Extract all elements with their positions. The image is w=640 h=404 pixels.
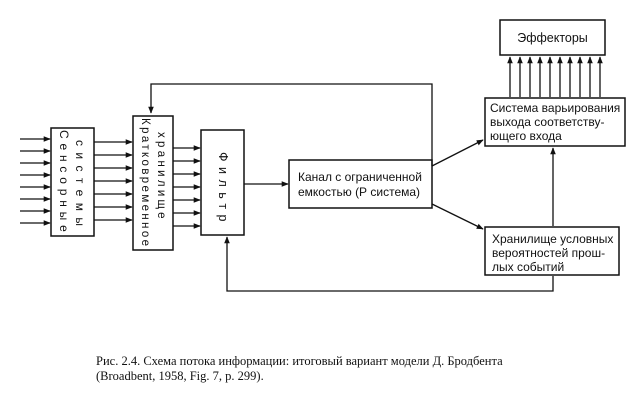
channel-to-output-arrow	[431, 139, 484, 167]
effectors-label: Эффекторы	[517, 31, 588, 45]
output-system-label-2: выхода соответству-	[490, 115, 604, 129]
channel-to-probability-store-arrow	[431, 203, 484, 230]
channel-to-store-feedback-arrow	[148, 83, 433, 166]
channel-box	[288, 159, 433, 209]
probability-store-to-filter-feedback-arrow	[224, 236, 554, 292]
short-term-store-label-1: Кратковременное	[139, 118, 151, 246]
store-to-filter-arrows	[173, 145, 201, 229]
filter-box	[200, 129, 245, 236]
sensory-to-store-arrows	[94, 139, 133, 223]
sensory-systems-box	[50, 127, 95, 237]
probability-store-label-1: Хранилище условных	[492, 232, 613, 246]
caption-line-2: (Broadbent, 1958, Fig. 7, p. 299).	[96, 369, 264, 383]
caption-line-1: Рис. 2.4. Схема потока информации: итого…	[96, 354, 503, 368]
output-system-label-3: ющего входа	[490, 129, 562, 143]
probability-store-box	[484, 226, 620, 276]
probability-store-label-2: вероятностей прош-	[492, 246, 605, 260]
input-arrows	[20, 136, 51, 226]
output-system-box	[484, 97, 626, 147]
probability-store-label-3: лых событий	[492, 260, 564, 274]
channel-label-2: емкостью (Р система)	[298, 185, 420, 199]
figure-caption: Рис. 2.4. Схема потока информации: итого…	[96, 354, 616, 384]
sensory-systems-label-1: Сенсорные	[57, 130, 71, 237]
effectors-box	[499, 19, 606, 56]
short-term-store-label-2: хранилище	[155, 132, 167, 222]
output-to-effectors-arrows	[507, 56, 603, 97]
filter-label: Фильтр	[216, 152, 230, 227]
short-term-store-box	[132, 115, 174, 251]
output-system-label-1: Система варьирования	[490, 101, 620, 115]
sensory-systems-label-2: системы	[73, 140, 87, 232]
channel-label-1: Канал с ограниченной	[298, 170, 422, 184]
